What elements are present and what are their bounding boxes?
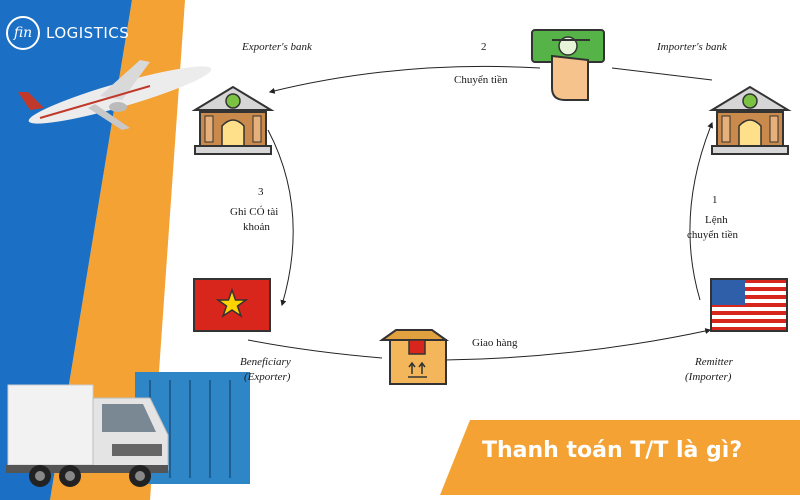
package-box-icon bbox=[378, 329, 450, 385]
arrow-delivery-right bbox=[444, 328, 712, 361]
step3-label-line2: khoản bbox=[243, 221, 270, 233]
step1-label-line1: Lệnh bbox=[705, 214, 728, 226]
arrow-delivery bbox=[247, 339, 383, 359]
step1-label-line2: chuyển tiền bbox=[687, 229, 739, 241]
step3-label-line1: Ghi CÓ tài bbox=[230, 206, 279, 218]
step2-label: Chuyển tiền bbox=[454, 74, 508, 86]
brand-name: LOGISTICS bbox=[46, 24, 130, 42]
arrow-transfer bbox=[268, 65, 541, 94]
truck-icon bbox=[6, 372, 250, 487]
importer-bank-label: Importer's bank bbox=[657, 41, 727, 53]
brand-logo: fin LOGISTICS bbox=[6, 16, 129, 50]
step2-number: 2 bbox=[481, 41, 487, 53]
airplane-icon bbox=[18, 60, 212, 130]
money-icon bbox=[531, 29, 605, 101]
step3-number: 3 bbox=[258, 186, 264, 198]
remitter-label: Remitter bbox=[695, 356, 733, 368]
brand-badge: fin bbox=[6, 16, 40, 50]
usa-flag-icon bbox=[710, 278, 788, 332]
arrow-credit bbox=[267, 129, 294, 307]
beneficiary-sub-label: (Exporter) bbox=[244, 371, 291, 383]
importer-bank-icon bbox=[708, 85, 792, 155]
delivery-label: Giao hàng bbox=[472, 337, 518, 349]
beneficiary-label: Beneficiary bbox=[240, 356, 291, 368]
step1-number: 1 bbox=[712, 194, 718, 206]
exporter-bank-icon bbox=[191, 85, 275, 155]
title-banner bbox=[440, 420, 800, 495]
remitter-sub-label: (Importer) bbox=[685, 371, 732, 383]
exporter-bank-label: Exporter's bank bbox=[242, 41, 312, 53]
vietnam-flag-icon bbox=[193, 278, 271, 332]
arrow-order bbox=[689, 121, 713, 301]
arrow-transfer-tail bbox=[611, 67, 713, 81]
blue-panel bbox=[0, 0, 132, 500]
page-title: Thanh toán T/T là gì? bbox=[482, 438, 743, 463]
